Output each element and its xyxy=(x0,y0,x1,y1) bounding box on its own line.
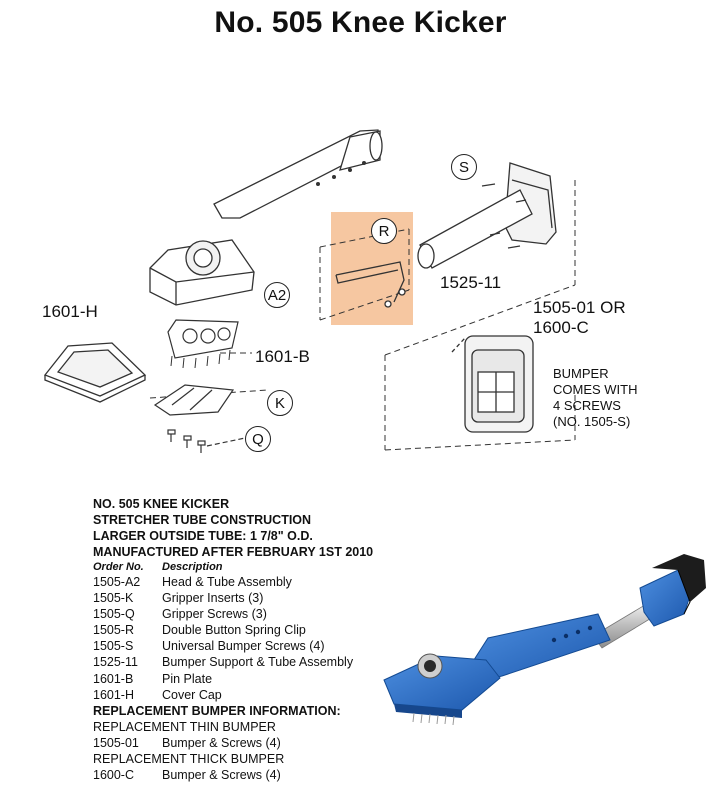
parts-header: LARGER OUTSIDE TUBE: 1 7/8" O.D. xyxy=(93,529,313,543)
black-bumper xyxy=(652,554,706,602)
label-1505-01-or: 1505-01 OR xyxy=(533,298,626,317)
bumper-note-line: (NO. 1505-S) xyxy=(553,414,631,429)
table-row: 1600-C Bumper & Screws (4) xyxy=(93,767,413,783)
order-no: 1601-B xyxy=(93,671,134,686)
label-k: K xyxy=(267,390,293,416)
order-no: 1505-Q xyxy=(93,607,135,622)
bumper-note-line: COMES WITH xyxy=(553,382,638,397)
order-no: 1505-A2 xyxy=(93,575,141,589)
gripper-screws xyxy=(167,429,246,453)
exploded-diagram xyxy=(43,129,576,453)
description: Double Button Spring Clip xyxy=(162,623,306,638)
order-no: 1600-C xyxy=(93,767,134,782)
label-s: S xyxy=(451,154,477,180)
gripper-inserts xyxy=(153,384,235,416)
thin-bumper-heading: REPLACEMENT THIN BUMPER xyxy=(93,719,276,734)
label-r: R xyxy=(371,218,397,244)
table-row: 1525-11 Bumper Support & Tube Assembly xyxy=(93,654,413,670)
parts-header: MANUFACTURED AFTER FEBRUARY 1ST 2010 xyxy=(93,545,374,559)
label-a2: A2 xyxy=(264,282,290,308)
spring-clip xyxy=(335,261,406,308)
bumper-note: BUMPER COMES WITH 4 SCREWS (NO. 1505-S) xyxy=(553,366,638,430)
table-row: 1601-B Pin Plate xyxy=(93,671,413,687)
label-1601-h: 1601-H xyxy=(42,302,98,321)
parts-header: STRETCHER TUBE CONSTRUCTION xyxy=(93,513,312,527)
replacement-heading: REPLACEMENT BUMPER INFORMATION: xyxy=(93,703,341,718)
bumper-pad xyxy=(451,335,534,433)
table-row: 1505-01 Bumper & Screws (4) xyxy=(93,735,413,751)
description: Bumper Support & Tube Assembly xyxy=(162,655,354,670)
order-no: 1505-K xyxy=(93,591,134,606)
table-row: 1505-Q Gripper Screws (3) xyxy=(93,606,413,622)
head-tube-assembly xyxy=(149,129,383,306)
order-no: 1601-H xyxy=(93,687,134,702)
table-row: 1505-K Gripper Inserts (3) xyxy=(93,590,413,606)
column-headers: Order No. Description xyxy=(93,560,413,574)
table-row: 1601-H Cover Cap xyxy=(93,687,413,703)
parts-list: NO. 505 KNEE KICKER STRETCHER TUBE CONST… xyxy=(93,496,413,783)
description: Bumper & Screws (4) xyxy=(162,735,281,750)
bumper-note-line: BUMPER xyxy=(553,366,609,381)
thick-bumper-heading: REPLACEMENT THICK BUMPER xyxy=(93,751,285,766)
knee-kicker-photo xyxy=(383,554,706,726)
table-row: 1505-A2 Head & Tube Assembly xyxy=(93,574,413,590)
description: Gripper Screws (3) xyxy=(162,607,267,622)
order-no: 1505-R xyxy=(93,623,134,638)
table-row: 1505-S Universal Bumper Screws (4) xyxy=(93,638,413,654)
page-title: No. 505 Knee Kicker xyxy=(214,6,507,39)
description: Pin Plate xyxy=(162,671,213,686)
description: Head & Tube Assembly xyxy=(162,575,292,589)
column-order-no: Order No. xyxy=(93,561,144,573)
description: Bumper & Screws (4) xyxy=(162,767,281,782)
label-1601-b: 1601-B xyxy=(255,347,310,366)
description: Cover Cap xyxy=(162,687,222,702)
parts-header: NO. 505 KNEE KICKER xyxy=(93,497,230,511)
label-1525-11: 1525-11 xyxy=(440,273,502,292)
bumper-support-tube xyxy=(417,162,557,269)
description: Universal Bumper Screws (4) xyxy=(162,639,325,654)
table-row: 1505-R Double Button Spring Clip xyxy=(93,622,413,638)
label-q: Q xyxy=(245,426,271,452)
description: Gripper Inserts (3) xyxy=(162,591,264,606)
label-1600-c: 1600-C xyxy=(533,318,589,337)
bumper-note-line: 4 SCREWS xyxy=(553,398,621,413)
order-no: 1525-11 xyxy=(93,655,138,670)
cover-cap xyxy=(43,342,147,403)
order-no: 1505-S xyxy=(93,639,134,654)
order-no: 1505-01 xyxy=(93,735,139,750)
pin-plate xyxy=(167,319,239,369)
column-description: Description xyxy=(162,561,223,573)
